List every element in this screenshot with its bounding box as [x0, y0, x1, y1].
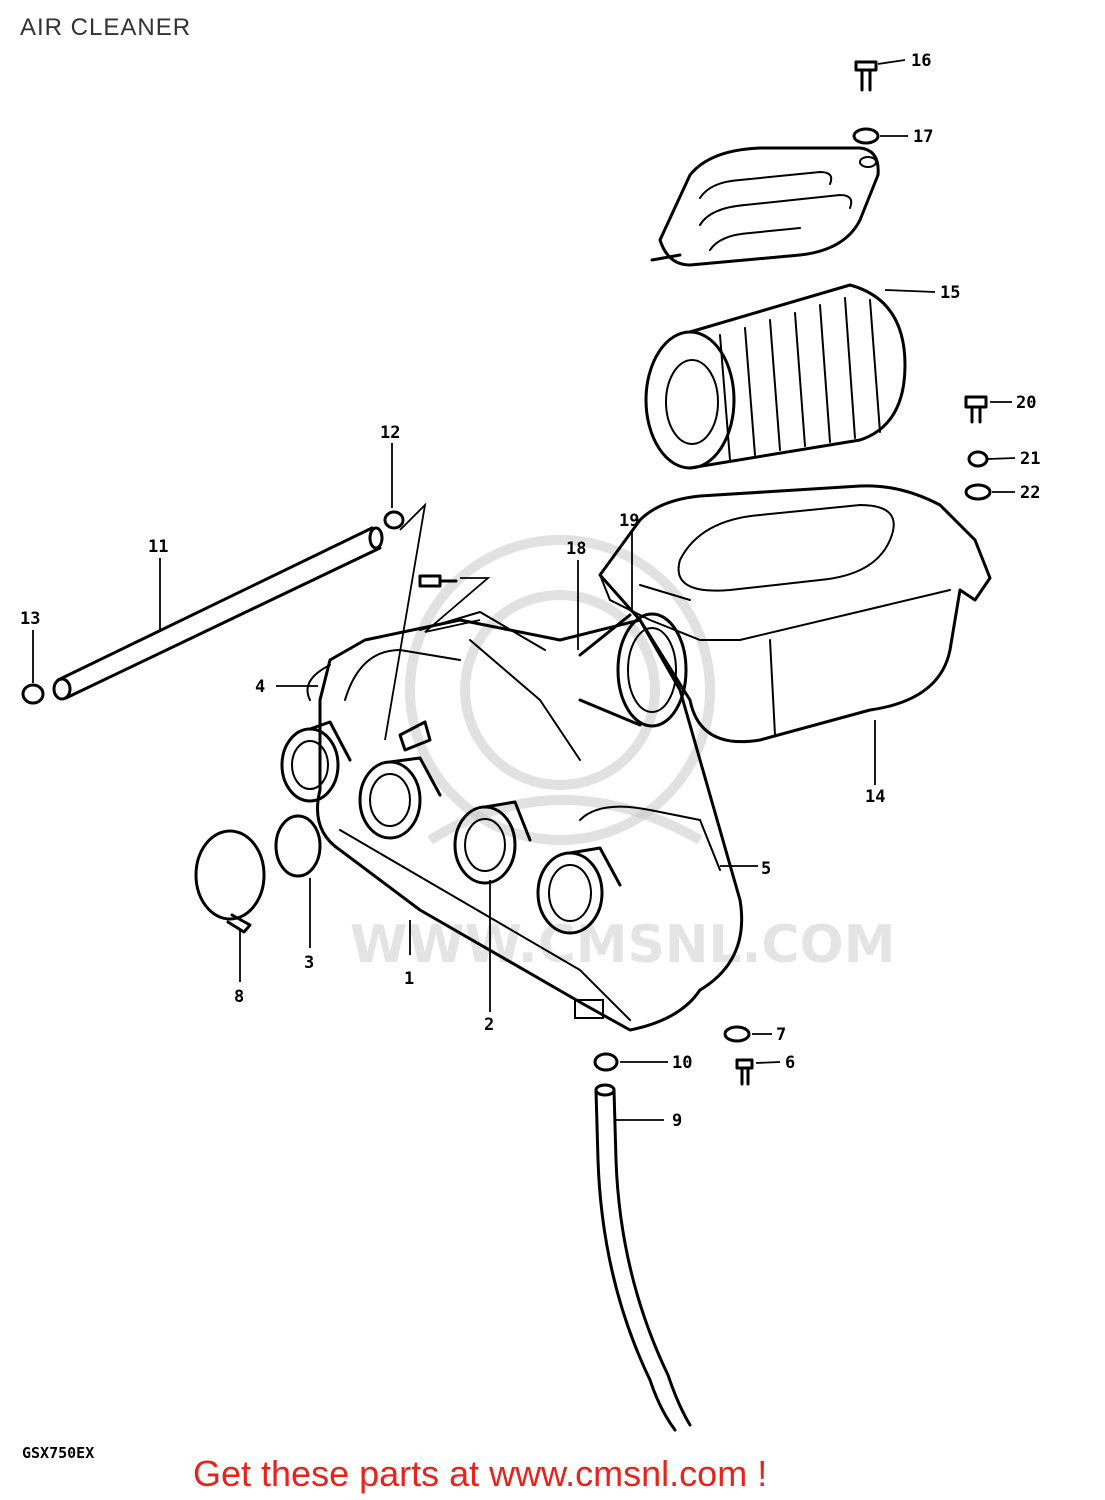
callout-6: 6	[785, 1053, 795, 1073]
callout-9: 9	[672, 1111, 682, 1131]
callout-19: 19	[619, 511, 639, 531]
callout-11: 11	[148, 537, 168, 557]
part-16-screw	[854, 60, 878, 92]
part-6-screw	[735, 1058, 754, 1086]
callout-13: 13	[20, 609, 40, 629]
callout-4: 4	[255, 677, 265, 697]
callout-7: 7	[776, 1025, 786, 1045]
callout-labels: 1 2 3 4 5 6 7 8 9 10 11 12 13 14 15 16 1…	[20, 51, 1040, 1131]
callout-2: 2	[484, 1015, 494, 1035]
part-13-clip	[21, 683, 45, 705]
part-12-clip	[383, 510, 405, 530]
part-17-washer	[852, 127, 880, 145]
part-18-19-connecting-boot	[578, 612, 688, 728]
watermark-text: WWW.CMSNL.COM	[350, 915, 895, 975]
callout-15: 15	[940, 283, 960, 303]
callout-17: 17	[913, 127, 933, 147]
part-15-filter-element	[644, 283, 907, 470]
footer-parts-link[interactable]: Get these parts at www.cmsnl.com !	[193, 1453, 768, 1494]
callout-1: 1	[404, 969, 414, 989]
part-cover-plate	[650, 146, 880, 267]
part-20-bolt	[964, 395, 988, 424]
callout-18: 18	[566, 539, 586, 559]
model-code: GSX750EX	[22, 1444, 95, 1462]
callout-16: 16	[911, 51, 931, 71]
callout-14: 14	[865, 787, 885, 807]
watermark-logo: WWW.CMSNL.COM	[350, 535, 895, 975]
part-9-drain-hose	[594, 1083, 692, 1432]
part-21-nut	[967, 450, 989, 468]
part-2-intake-boots	[280, 720, 622, 935]
callout-3: 3	[304, 953, 314, 973]
callout-12: 12	[380, 423, 400, 443]
callout-20: 20	[1016, 393, 1036, 413]
callout-10: 10	[672, 1053, 692, 1073]
part-7-washer	[723, 1025, 751, 1043]
callout-22: 22	[1020, 483, 1040, 503]
part-1-air-cleaner-housing	[306, 610, 744, 1032]
callout-21: 21	[1020, 449, 1040, 469]
part-11-hose	[52, 526, 384, 701]
part-10-plug	[593, 1052, 619, 1072]
part-22-washer	[964, 483, 992, 501]
diagram-title: AIR CLEANER	[20, 14, 192, 41]
part-8-clamp	[194, 829, 266, 934]
part-bolt-housing	[418, 574, 458, 588]
callout-8: 8	[234, 987, 244, 1007]
callout-5: 5	[761, 859, 771, 879]
leader-lines	[32, 59, 1016, 1121]
part-breather-nipple	[398, 720, 432, 752]
part-3-ring	[274, 814, 322, 878]
